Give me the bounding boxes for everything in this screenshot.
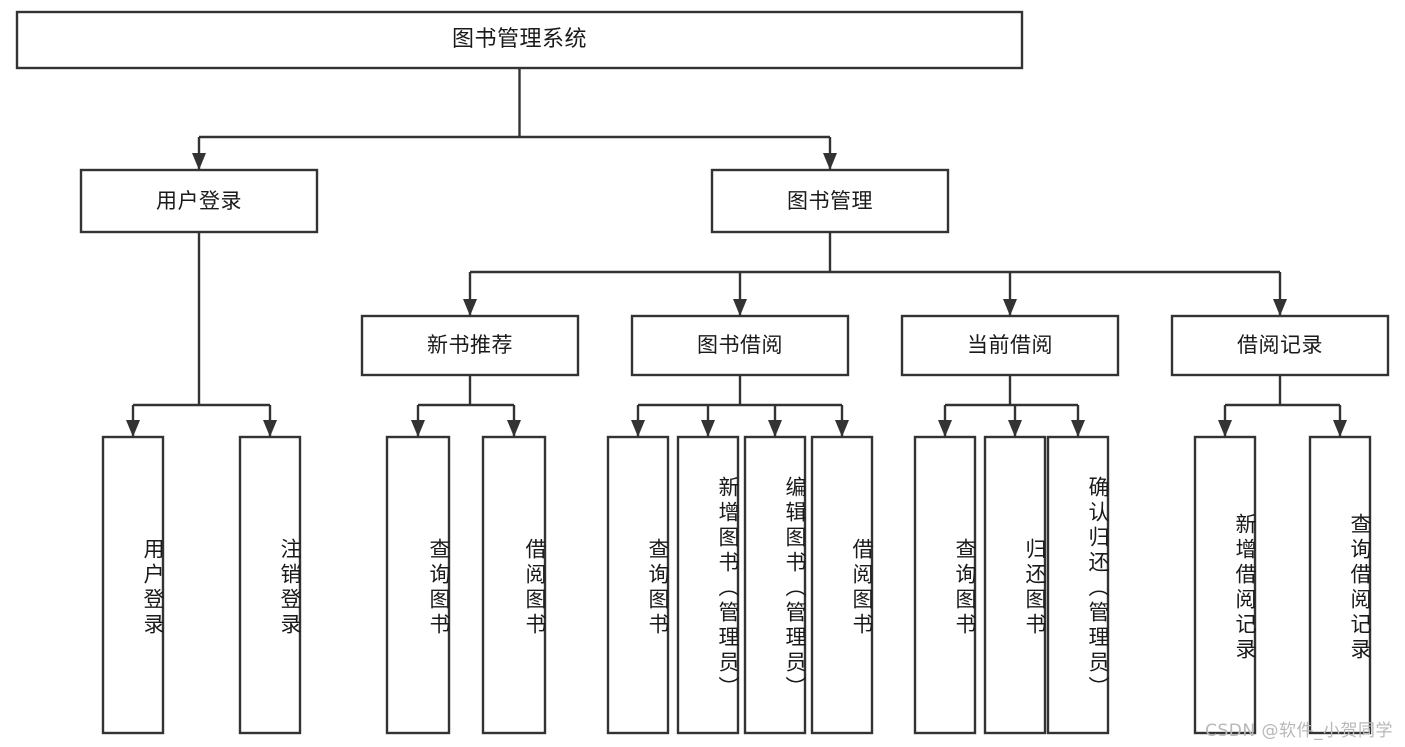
leaf-box-7 [810, 435, 874, 735]
arrow-level2-0 [192, 153, 206, 170]
arrow-leaf-9 [1008, 420, 1022, 437]
arrow-leaf-6 [768, 420, 782, 437]
leaf-box-2 [385, 435, 451, 735]
leaf-box-0 [101, 435, 165, 735]
node-box-level3-2 [900, 314, 1120, 377]
leaf-box-1 [238, 435, 302, 735]
arrow-leaf-7 [835, 420, 849, 437]
arrow-level3-1 [733, 299, 747, 316]
leaf-box-8 [913, 435, 977, 735]
arrow-leaf-5 [701, 420, 715, 437]
box-layer [15, 10, 1390, 735]
arrow-level3-2 [1003, 299, 1017, 316]
node-box-level3-0 [360, 314, 580, 377]
arrow-leaf-11 [1218, 420, 1232, 437]
node-box-level2-0 [79, 168, 319, 234]
arrow-leaf-2 [411, 420, 425, 437]
arrow-leaf-8 [938, 420, 952, 437]
arrow-leaf-12 [1333, 420, 1347, 437]
arrow-leaf-0 [126, 420, 140, 437]
connector-layer [126, 68, 1347, 437]
leaf-box-9 [983, 435, 1047, 735]
arrow-leaf-1 [263, 420, 277, 437]
node-box-level3-1 [630, 314, 850, 377]
arrow-level3-3 [1273, 299, 1287, 316]
arrow-leaf-10 [1071, 420, 1085, 437]
leaf-box-11 [1193, 435, 1257, 735]
leaf-box-3 [481, 435, 547, 735]
arrow-level3-0 [463, 299, 477, 316]
node-box-level3-3 [1170, 314, 1390, 377]
arrow-leaf-3 [507, 420, 521, 437]
arrow-leaf-4 [631, 420, 645, 437]
arrow-level2-1 [823, 153, 837, 170]
leaf-box-4 [606, 435, 670, 735]
leaf-box-5 [676, 435, 740, 735]
leaf-box-12 [1308, 435, 1372, 735]
leaf-box-6 [743, 435, 807, 735]
leaf-box-10 [1046, 435, 1110, 735]
node-box-level2-1 [710, 168, 950, 234]
node-box-root [15, 10, 1024, 70]
